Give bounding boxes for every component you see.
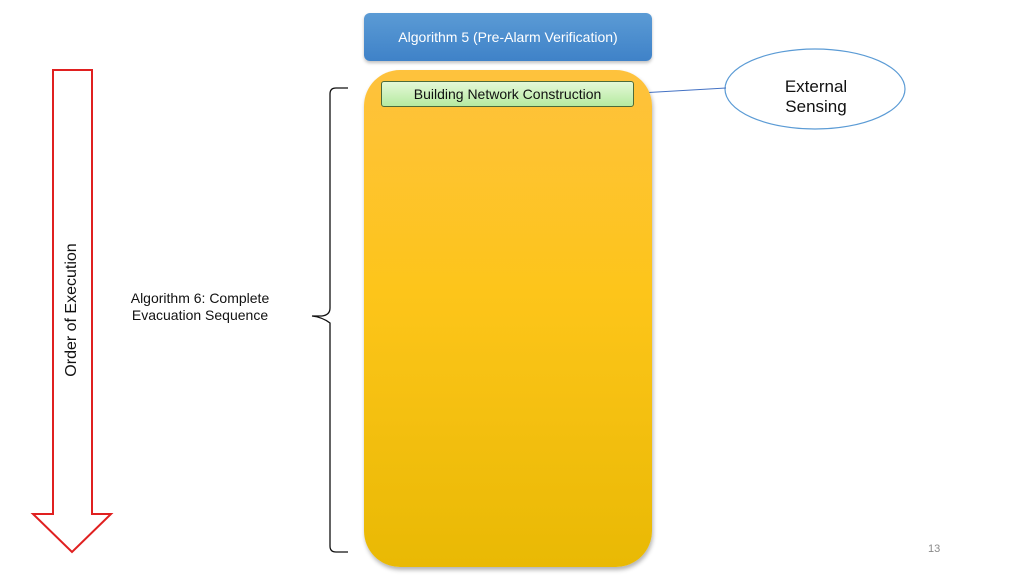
step-label: Building Network Construction (413, 86, 602, 102)
connector-line (639, 87, 727, 94)
algorithm-6-label-line1: Algorithm 6: Complete (130, 290, 270, 306)
algorithm-6-label: Algorithm 6: Complete Evacuation Sequenc… (110, 290, 290, 324)
algorithm-5-box[interactable]: Algorithm 5 (Pre-Alarm Verification) (364, 13, 652, 61)
page-number: 13 (928, 543, 941, 555)
external-sensing-line2: Sensing (785, 97, 847, 116)
algorithm-5-label: Algorithm 5 (Pre-Alarm Verification) (398, 29, 618, 45)
external-sensing-ellipse (724, 48, 906, 130)
order-of-execution-arrow (30, 69, 114, 554)
algorithm-6-label-line2: Evacuation Sequence (131, 307, 269, 323)
external-sensing-line1: External (784, 77, 848, 96)
curly-brace (311, 87, 348, 553)
algorithm-6-container[interactable] (364, 70, 652, 567)
external-sensing-label: External Sensing (726, 66, 906, 128)
order-of-execution-label: Order of Execution (63, 243, 80, 377)
step-building-network-construction[interactable]: Building Network Construction (381, 81, 634, 107)
